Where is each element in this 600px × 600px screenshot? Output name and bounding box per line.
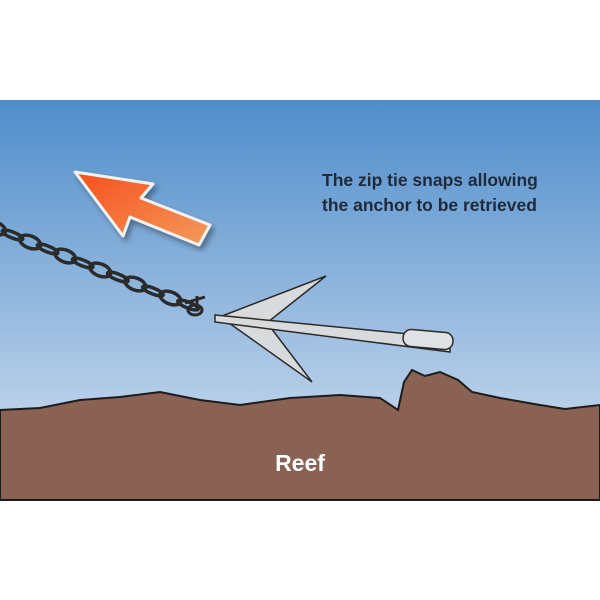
caption: The zip tie snaps allowing the anchor to… — [322, 168, 538, 218]
chain-link — [17, 233, 43, 251]
chain-link — [0, 228, 25, 242]
zip-tie — [184, 295, 206, 310]
chain-link — [70, 256, 95, 270]
chain-link — [0, 219, 8, 237]
reef-label: Reef — [275, 450, 325, 476]
chain-link — [52, 247, 78, 265]
chain-link — [35, 242, 60, 256]
anchor-icon — [184, 275, 454, 383]
chain-link — [158, 289, 183, 307]
retrieve-arrow-icon — [73, 170, 212, 247]
caption-line-2: the anchor to be retrieved — [322, 195, 537, 215]
chain-link — [105, 270, 130, 284]
chain-link — [123, 275, 148, 293]
chain-link — [140, 284, 165, 298]
reef-shape — [0, 368, 600, 501]
chain-link — [88, 261, 113, 279]
caption-line-1: The zip tie snaps allowing — [322, 170, 538, 190]
